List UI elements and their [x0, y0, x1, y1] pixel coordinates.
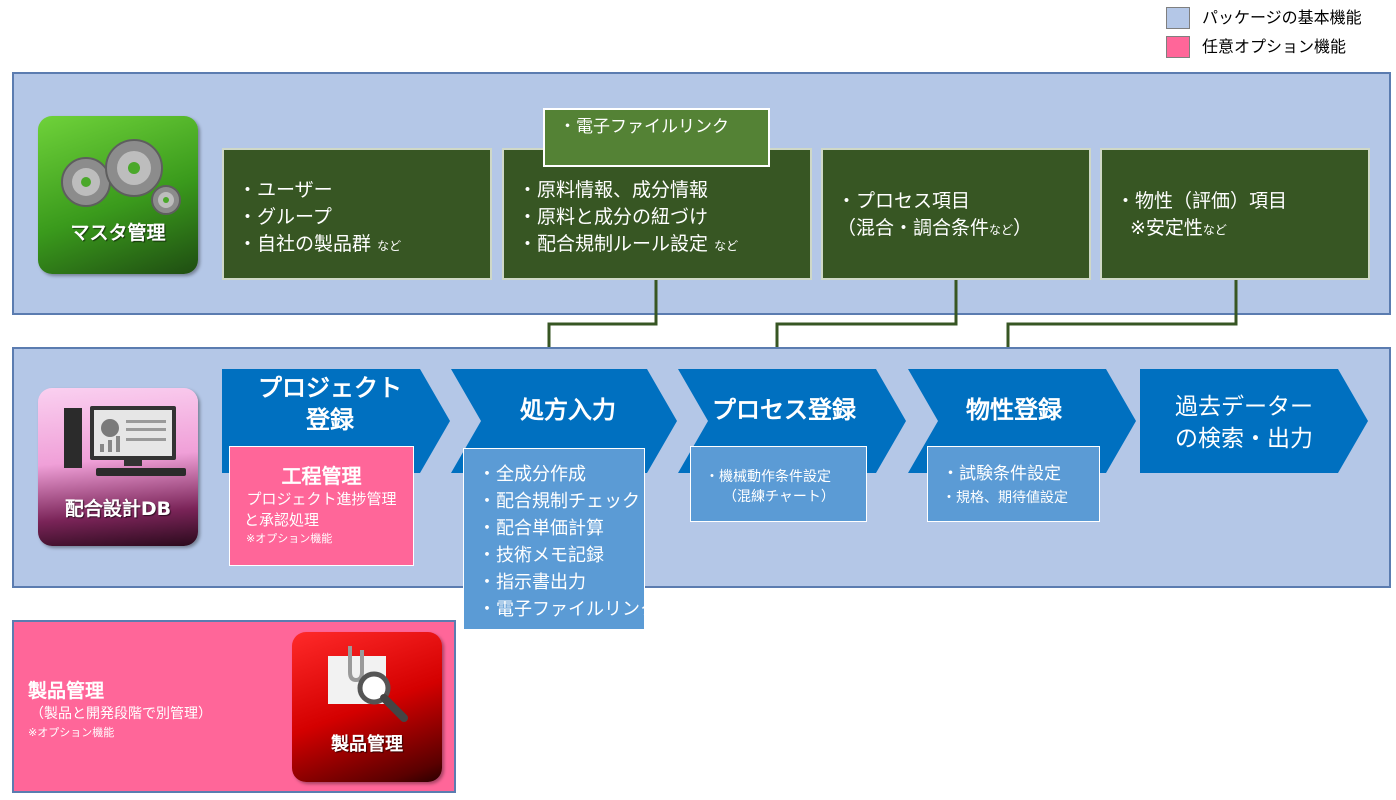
step-project-label: プロジェクト 登録	[232, 372, 428, 436]
process-item: （混練チャート）	[723, 489, 835, 505]
formula-item: ・電子ファイルリンク	[478, 599, 658, 620]
master-box-process: ・プロセス項目 （混合・調合条件など）	[821, 148, 1091, 280]
legend-label-option: 任意オプション機能	[1202, 37, 1347, 56]
step-property-label: 物性登録	[966, 396, 1062, 424]
master-box-users: ・ユーザー ・グループ ・自社の製品群 など	[222, 148, 492, 280]
property-items-box: ・試験条件設定 ・規格、期待値設定	[927, 446, 1100, 522]
step-search-line: 過去データー	[1175, 394, 1313, 420]
master-box-users-suffix: など	[377, 239, 402, 253]
process-mgmt-line: と承認処理	[244, 511, 320, 529]
legend-label-basic: パッケージの基本機能	[1202, 8, 1362, 27]
master-box-property-suffix: など	[1202, 223, 1227, 237]
master-box-materials-row: ・配合規制ルール設定 など	[518, 231, 810, 260]
legend-swatch-basic	[1166, 7, 1190, 29]
process-mgmt-title: 工程管理	[281, 464, 362, 488]
formula-item: ・指示書出力	[478, 572, 586, 593]
product-note: ※オプション機能	[28, 726, 115, 739]
step-project-line: 登録	[306, 406, 354, 434]
formula-item: ・配合規制チェック	[478, 491, 640, 512]
master-link-box: ・電子ファイルリンク	[543, 108, 770, 167]
formula-item: ・技術メモ記録	[478, 545, 604, 566]
process-items-box: ・機械動作条件設定 （混練チャート）	[690, 446, 867, 522]
product-subtitle: （製品と開発段階で別管理）	[30, 706, 212, 722]
master-box-users-line: ・自社の製品群	[238, 233, 372, 255]
property-item: ・試験条件設定	[942, 464, 1061, 484]
magnifier-icon	[328, 646, 408, 722]
gears-icon	[61, 139, 181, 215]
step-search-arrow[interactable]	[1140, 369, 1368, 473]
master-box-property: ・物性（評価）項目 ※安定性など	[1100, 148, 1370, 280]
process-item: ・機械動作条件設定	[705, 469, 831, 485]
master-box-process-line: （混合・調合条件	[837, 217, 990, 239]
step-project-line: プロジェクト	[258, 374, 402, 402]
master-box-property-line: ※安定性	[1130, 217, 1203, 239]
db-icon-tile: 配合設計DB	[38, 388, 198, 546]
master-box-materials-line: ・原料と成分の紐づけ	[518, 206, 709, 228]
process-mgmt-box: 工程管理 プロジェクト進捗管理 と承認処理 ※オプション機能	[229, 446, 414, 566]
step-formula-arrow[interactable]	[451, 369, 677, 473]
master-icon-label: マスタ管理	[70, 222, 166, 244]
process-mgmt-line: プロジェクト進捗管理	[246, 490, 397, 508]
master-box-users-line: ・ユーザー	[238, 179, 333, 201]
master-box-materials: ・原料情報、成分情報 ・原料と成分の紐づけ ・配合規制ルール設定 など	[502, 148, 812, 280]
formula-items-box: ・全成分作成 ・配合規制チェック ・配合単価計算 ・技術メモ記録 ・指示書出力 …	[463, 448, 658, 630]
master-box-users-row: ・自社の製品群 など	[238, 231, 490, 260]
step-process-label: プロセス登録	[712, 396, 856, 424]
master-box-materials-line: ・原料情報、成分情報	[518, 179, 709, 201]
step-search-line: の検索・出力	[1175, 426, 1313, 452]
property-item: ・規格、期待値設定	[942, 490, 1068, 506]
master-box-users-line: ・グループ	[238, 206, 332, 228]
product-title: 製品管理	[28, 680, 105, 702]
master-box-property-line: ・物性（評価）項目	[1116, 190, 1288, 212]
product-icon-label: 製品管理	[331, 734, 403, 755]
formula-item: ・配合単価計算	[478, 518, 604, 539]
step-search-label: 過去データー の検索・出力	[1144, 391, 1344, 455]
master-box-process-line: ・プロセス項目	[837, 190, 971, 212]
master-box-process-suffix: など	[989, 223, 1014, 237]
master-box-process-row: （混合・調合条件など）	[837, 215, 1089, 244]
step-formula-label: 処方入力	[520, 396, 616, 424]
product-icon-tile: 製品管理	[292, 632, 442, 782]
legend-swatch-option	[1166, 36, 1190, 58]
computer-icon	[64, 406, 186, 476]
master-box-property-row: ※安定性など	[1116, 215, 1368, 244]
master-box-materials-line: ・配合規制ルール設定	[518, 233, 709, 255]
db-icon-label: 配合設計DB	[64, 498, 172, 520]
master-box-process-line-end: ）	[1013, 217, 1033, 239]
master-icon-tile: マスタ管理	[38, 116, 198, 274]
process-mgmt-note: ※オプション機能	[246, 532, 333, 545]
formula-item: ・全成分作成	[478, 464, 586, 485]
master-box-materials-suffix: など	[714, 239, 739, 253]
